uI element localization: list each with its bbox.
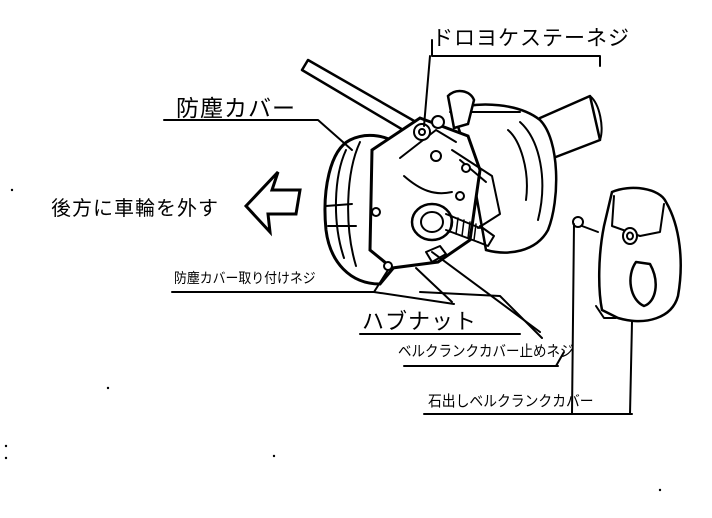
remove-wheel-label: 後方に車輪を外す xyxy=(51,196,219,220)
hub-body xyxy=(449,103,558,254)
left-arrow-icon xyxy=(243,170,302,237)
fender-stay-rod xyxy=(300,58,418,136)
axle-tube xyxy=(538,94,603,162)
hub-nut-label: ハブナット xyxy=(362,310,478,335)
bellcrank-cover-screw-label: ベルクランクカバー止めネジ xyxy=(398,342,574,360)
scan-specks xyxy=(4,188,662,492)
hub-nut-assembly xyxy=(410,202,495,263)
fender-stay-clamp xyxy=(413,89,476,141)
dust-cover-label: 防塵カバー xyxy=(176,96,296,122)
stone-guard-cover-part xyxy=(572,186,682,323)
fender-stay-screw-label: ドロヨケステーネジ xyxy=(432,26,630,50)
cover-mount-screw-label: 防塵カバー取り付けネジ xyxy=(174,271,316,287)
stone-guard-bellcrank-cover-label: 石出しベルクランクカバー xyxy=(428,392,594,410)
leader-lines xyxy=(163,39,633,415)
